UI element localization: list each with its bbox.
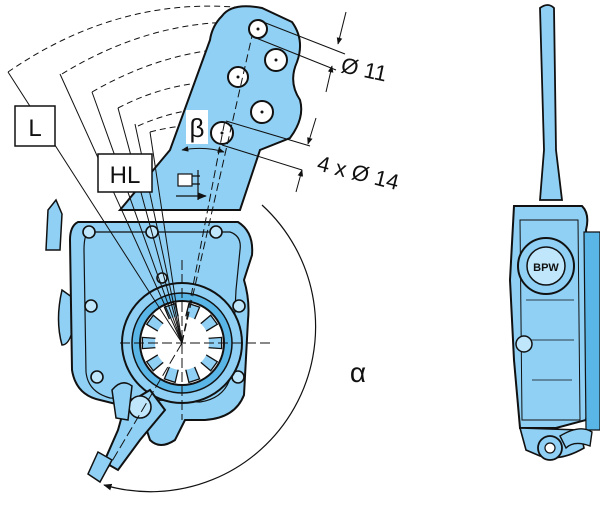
side-view: BPW bbox=[508, 4, 600, 461]
beta-arc bbox=[181, 146, 225, 153]
box-hole-length: HL bbox=[97, 153, 153, 193]
dimension-hole-small bbox=[255, 11, 347, 93]
label-beta: β bbox=[190, 113, 205, 143]
label-hole-small: Ø 11 bbox=[339, 52, 389, 86]
label-alpha: α bbox=[350, 357, 366, 388]
label-hole-large: 4 x Ø 14 bbox=[315, 151, 402, 195]
label-hole-length: HL bbox=[110, 162, 141, 189]
lever-holes bbox=[210, 19, 288, 145]
adjuster-screw bbox=[87, 382, 167, 484]
label-lever-length: L bbox=[28, 115, 41, 142]
box-lever-length: L bbox=[14, 105, 56, 147]
dimension-hole-large bbox=[221, 117, 317, 193]
offset-marks bbox=[176, 170, 207, 200]
bpw-emblem-icon: BPW bbox=[517, 237, 575, 295]
lever-arm bbox=[117, 5, 303, 211]
emblem-text: BPW bbox=[533, 262, 559, 274]
construction-lines bbox=[7, 35, 270, 469]
alpha-arc bbox=[103, 204, 317, 493]
